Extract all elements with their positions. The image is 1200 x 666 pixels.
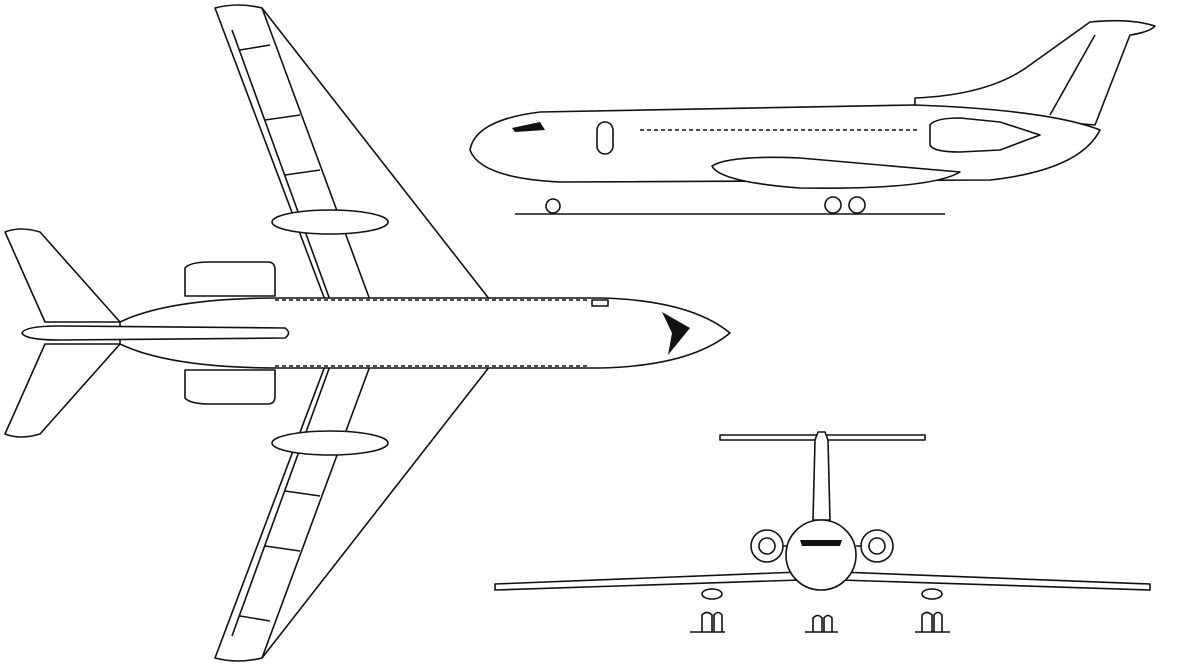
- nose-wheel-side: [545, 198, 561, 214]
- upper-wing: [214, 4, 491, 301]
- vertical-fin-side: [914, 19, 1156, 126]
- main-wheel-rear-side: [848, 196, 866, 214]
- tail-fin-plan: [21, 325, 290, 341]
- left-main-gear-front: [690, 611, 725, 633]
- nose-gear-front: [805, 614, 838, 633]
- cockpit-windows-plan: [662, 312, 690, 355]
- right-flap-fairing-front: [921, 588, 943, 600]
- right-engine-intake: [868, 537, 886, 555]
- lower-wing: [214, 365, 491, 662]
- plan-view: [4, 4, 731, 662]
- engine-side: [929, 117, 1041, 153]
- left-engine-intake: [758, 537, 776, 555]
- fuselage-front: [785, 519, 857, 591]
- escape-hatch: [591, 299, 609, 307]
- front-view: [494, 431, 1151, 633]
- right-engine-front: [860, 529, 894, 563]
- cockpit-windows-side: [512, 122, 545, 132]
- upper-wing-flap-lines: [231, 7, 371, 301]
- door-side: [596, 121, 614, 155]
- upper-tailplane: [4, 228, 121, 323]
- upper-engine-nacelle: [184, 261, 276, 297]
- vertical-fin-front: [812, 431, 831, 521]
- left-engine-front: [750, 529, 784, 563]
- wing-fairing-side: [711, 156, 961, 189]
- left-flap-fairing-front: [701, 588, 723, 600]
- cockpit-windows-front: [800, 540, 842, 546]
- lower-tailplane: [4, 343, 121, 438]
- fuselage-plan: [119, 297, 731, 369]
- side-view: [469, 19, 1156, 215]
- lower-wing-flap-lines: [231, 365, 371, 659]
- rudder-line: [1049, 34, 1096, 116]
- lower-flap-fairing: [271, 430, 389, 456]
- main-wheel-front-side: [824, 196, 842, 214]
- right-main-gear-front: [915, 611, 950, 633]
- upper-flap-fairing: [271, 209, 389, 235]
- lower-engine-nacelle: [184, 369, 276, 405]
